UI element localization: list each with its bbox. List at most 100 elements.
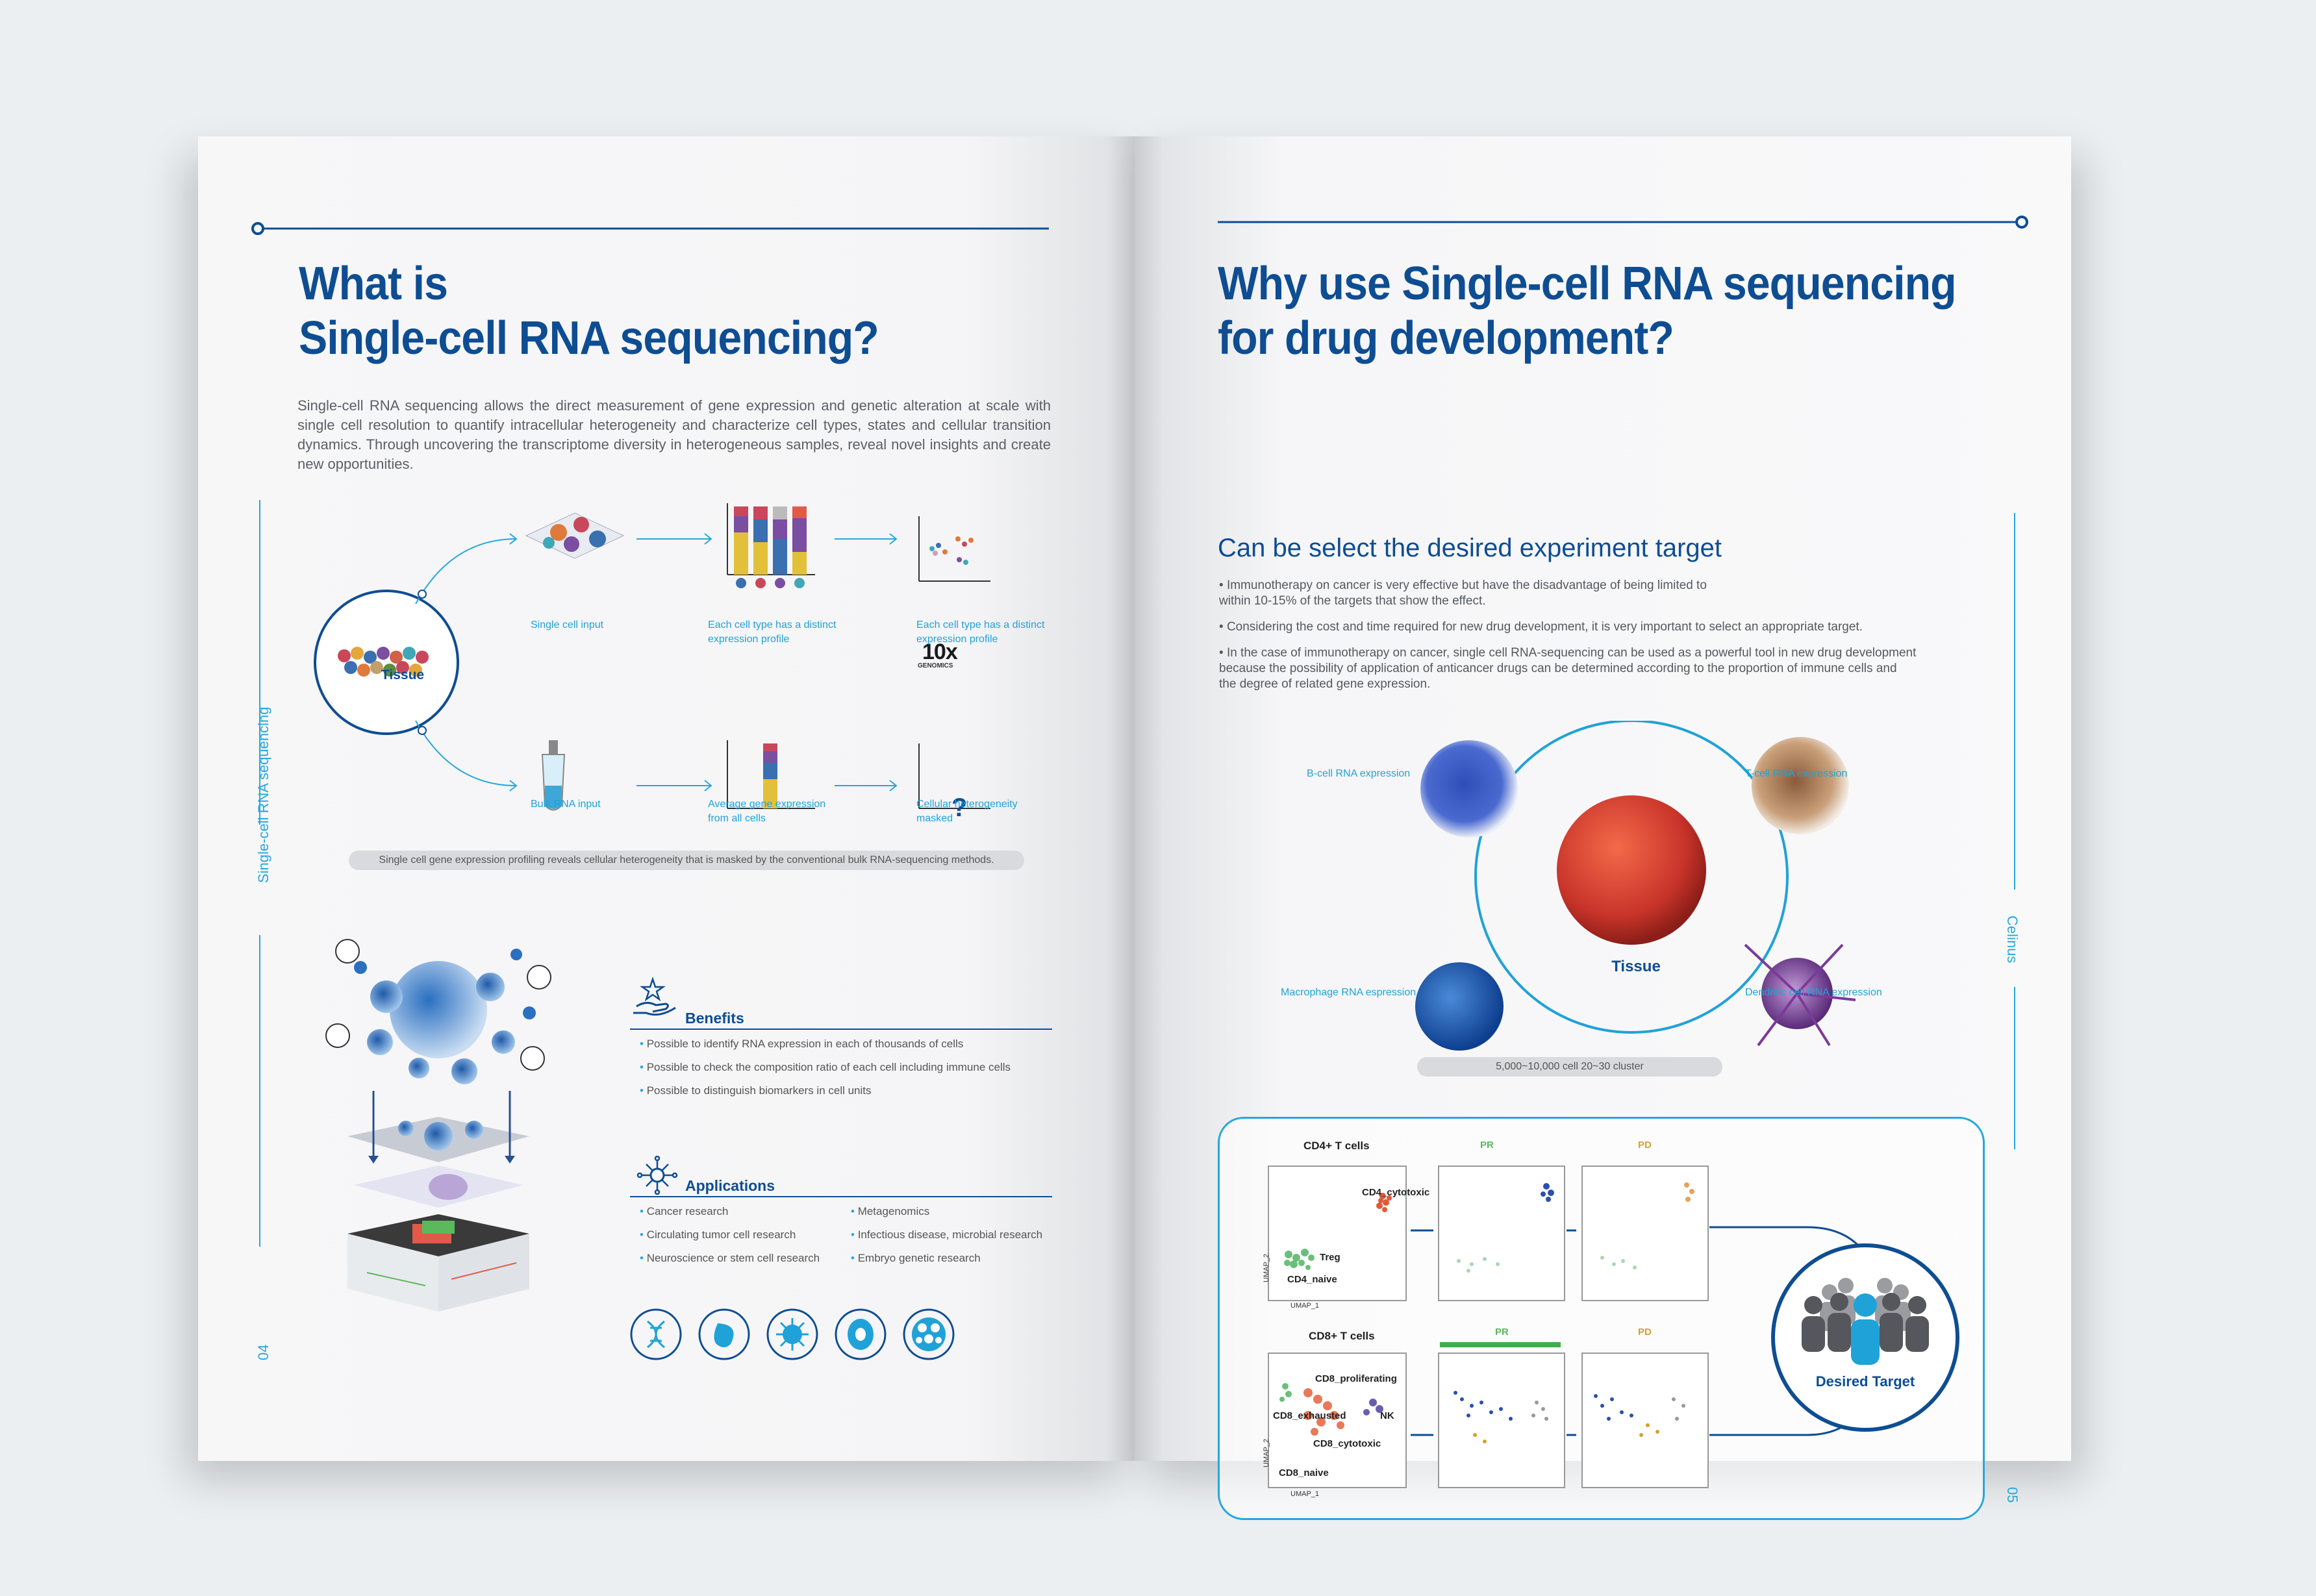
pr-label-1: PR: [1480, 1140, 1494, 1151]
tissue-label: Tissue: [1611, 958, 1661, 975]
pd-label-2: PD: [1638, 1327, 1652, 1338]
cd4-pd-plot: [1581, 1166, 1709, 1301]
molecule-icon: [520, 1046, 545, 1071]
benefit-text: Possible to distinguish biomarkers in ce…: [646, 1084, 872, 1097]
immune-cell-diagram: [1415, 721, 1856, 1051]
application-icons-row: [630, 1308, 955, 1360]
distinct-profile-label-2: Each cell type has a distinct expression…: [916, 619, 1045, 645]
bullet-text: Considering the cost and time required f…: [1226, 620, 1863, 634]
cd4-pr-plot: [1438, 1166, 1565, 1301]
application-text: Cancer research: [646, 1205, 729, 1217]
pr-highlight-bar: [1440, 1342, 1561, 1347]
title-line-1: Why use Single-cell RNA sequencing: [1218, 258, 1957, 310]
t-cell-icon: [1752, 737, 1849, 834]
treg-label: Treg: [1320, 1252, 1341, 1263]
macrophage-label: Macrophage RNA espression: [1281, 987, 1416, 998]
applications-heading: Applications: [685, 1177, 775, 1194]
applications-col-1: • Cancer research • Circulating tumor ce…: [640, 1200, 854, 1270]
average-expression-label: Average gene expression from all cells: [708, 799, 826, 824]
benefits-heading: Benefits: [685, 1010, 744, 1027]
pd-label-1: PD: [1638, 1140, 1652, 1151]
macrophage-icon: [1415, 962, 1504, 1051]
right-page: Why use Single-cell RNA sequencing for d…: [1135, 136, 2071, 1520]
cell-circle-icon: [835, 1308, 887, 1360]
bullet-item: • Immunotherapy on cancer is very effect…: [1219, 579, 1707, 608]
embryo-circle-icon: [698, 1308, 750, 1360]
tumor-cell-icon: [1557, 795, 1706, 945]
tissue-circle: [314, 590, 459, 735]
benefit-item: • Possible to check the composition rati…: [640, 1061, 1011, 1073]
pr-label-2: PR: [1495, 1327, 1509, 1338]
stacked-bar-icon: [727, 503, 815, 588]
empty-axes-icon: [918, 743, 990, 809]
benefit-item: • Possible to identify RNA expression in…: [640, 1038, 964, 1050]
single-bar-icon: [727, 740, 815, 809]
wave-icon: [527, 965, 551, 990]
bullet-list: • Immunotherapy on cancer is very effect…: [1219, 578, 2031, 692]
cd4-naive-label: CD4_naive: [1287, 1274, 1337, 1285]
cd4-title: CD4+ T cells: [1303, 1140, 1370, 1152]
page-title: What is Single-cell RNA sequencing?: [299, 256, 1016, 366]
application-text: Circulating tumor cell research: [646, 1228, 796, 1241]
title-line-2: Single-cell RNA sequencing?: [299, 312, 879, 364]
application-item: • Circulating tumor cell research: [640, 1228, 796, 1241]
side-rule-lower: [2014, 987, 2015, 1149]
bullet-item: • Considering the cost and time required…: [1219, 620, 1863, 634]
title-line-1: What is: [299, 258, 448, 310]
application-text: Infectious disease, microbial research: [857, 1228, 1043, 1241]
side-rule: [2014, 513, 2015, 890]
application-item: • Embryo genetic research: [851, 1252, 981, 1264]
left-page: What is Single-cell RNA sequencing? Sing…: [198, 136, 1135, 1461]
cd8-proliferating-label: CD8_proliferating: [1315, 1373, 1397, 1384]
cd8-title: CD8+ T cells: [1309, 1330, 1375, 1342]
logo-genomics: GENOMICS: [918, 662, 953, 669]
cd4-pr-scatter: [1457, 1183, 1554, 1273]
benefit-item: • Possible to distinguish biomarkers in …: [640, 1084, 872, 1097]
application-text: Neuroscience or stem cell research: [646, 1252, 820, 1264]
tissue-ring: [1474, 721, 1789, 1034]
application-item: • Cancer research: [640, 1205, 729, 1217]
tissue-label: Tissue: [381, 667, 425, 682]
cd4-umap-plot: [1268, 1166, 1407, 1301]
page-number: 04: [255, 1344, 271, 1360]
applications-rule: [630, 1196, 1052, 1197]
bullet-text: In the case of immunotherapy on cancer, …: [1219, 646, 1917, 691]
single-cell-input-label: Single cell input: [531, 619, 604, 630]
workflow-diagram: [314, 503, 990, 811]
applications-col-2: • Metagenomics • Infectious disease, mic…: [851, 1200, 1065, 1270]
subtitle: Can be select the desired experiment tar…: [1218, 534, 1722, 562]
cd8-pr-plot: [1438, 1353, 1565, 1488]
b-cell-icon: [1420, 740, 1518, 838]
top-rule: [251, 222, 1049, 235]
side-label: Celinus: [2004, 916, 2020, 964]
side-rule-lower: [259, 935, 260, 1247]
cell-illustration: [325, 939, 551, 1312]
top-rule: [1218, 216, 2028, 229]
applications-icon: [636, 1156, 678, 1195]
dendritic-label: Dendritic cell RNA expression: [1745, 987, 1882, 998]
cd4-pd-scatter: [1600, 1182, 1694, 1269]
cell-count-pill: 5,000~10,000 cell 20~30 cluster: [1417, 1057, 1722, 1077]
tube-icon: [541, 740, 566, 811]
helix-icon: [335, 939, 360, 964]
application-item: • Neuroscience or stem cell research: [640, 1252, 820, 1264]
cd8-pd-plot: [1581, 1353, 1709, 1488]
benefit-text: Possible to check the composition ratio …: [646, 1061, 1011, 1073]
dendritic-cell-icon: [1744, 943, 1856, 1047]
umap2-label-1: UMAP_2: [1263, 1253, 1270, 1282]
cd4-cytotoxic-label: CD4_cytotoxic: [1362, 1187, 1430, 1198]
umap2-label-2: UMAP_2: [1263, 1438, 1270, 1467]
benefits-icon: [633, 977, 676, 1016]
bullet-text: Immunotherapy on cancer is very effectiv…: [1219, 579, 1707, 608]
desired-target-icon: [1771, 1243, 1959, 1432]
application-text: Metagenomics: [857, 1205, 930, 1217]
heterogeneity-masked-label: Cellular heterogeneity masked: [916, 799, 1018, 824]
application-text: Embryo genetic research: [857, 1252, 981, 1264]
cd4-scatter: [1284, 1193, 1392, 1270]
cd8-umap-plot: [1268, 1353, 1407, 1488]
bulk-rna-input-label: Bulk RNA input: [531, 799, 601, 810]
single-cell-plate-icon: [525, 512, 625, 559]
desired-target-label: Desired Target: [1815, 1373, 1915, 1390]
virus-circle-icon: [766, 1308, 818, 1360]
page-number: 05: [2004, 1487, 2020, 1503]
